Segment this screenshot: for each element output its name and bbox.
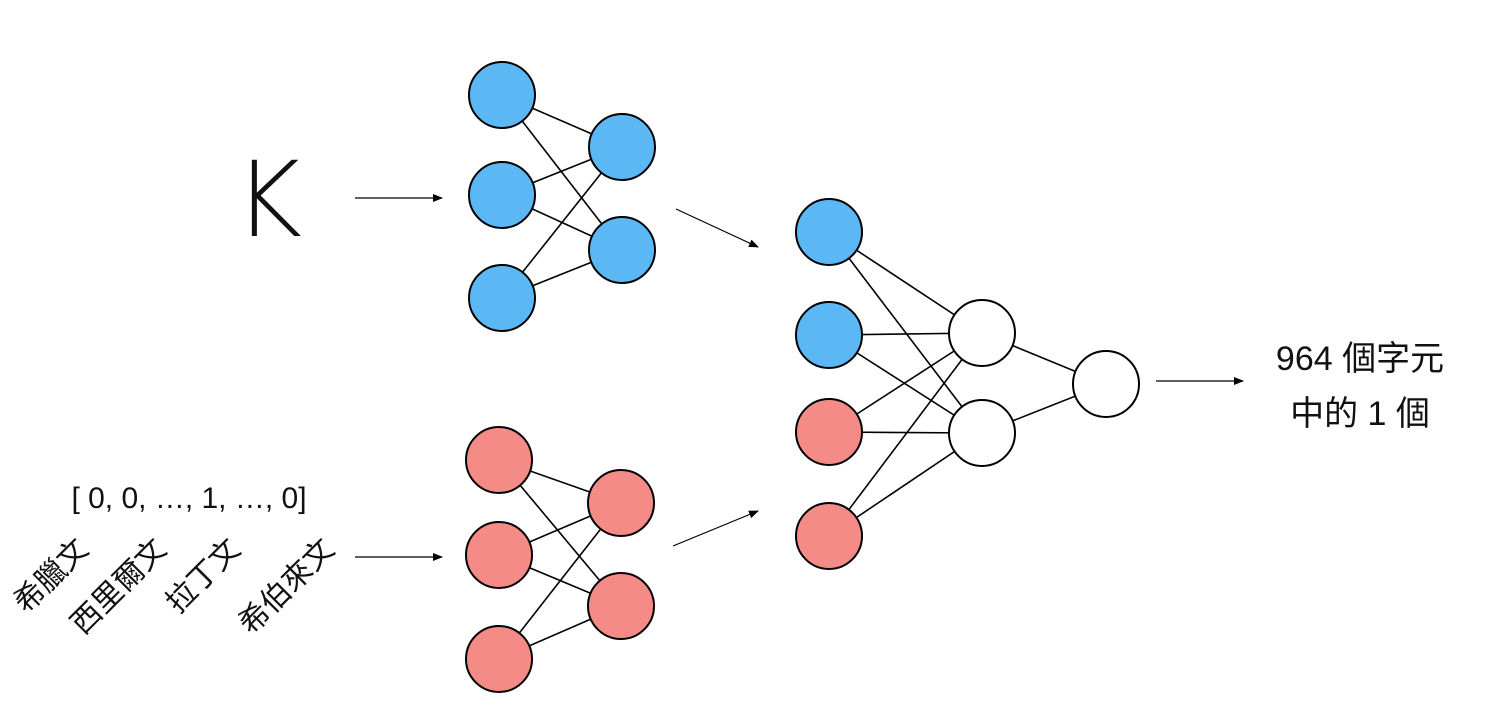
- merge-blue-node: [795, 198, 863, 266]
- red-hidden-node: [587, 469, 655, 537]
- language-label-hebrew: 希伯來文: [233, 533, 341, 641]
- red-input-node: [465, 625, 533, 693]
- output-node: [1072, 350, 1140, 418]
- blue-input-node: [468, 61, 536, 129]
- arrow-red-to-merge: [672, 510, 759, 547]
- arrows: [355, 194, 1244, 561]
- output-label-line1: 964 個字元: [1276, 340, 1444, 378]
- input-character-k: K: [234, 139, 302, 261]
- red-input-node: [465, 426, 533, 494]
- red-input-node: [465, 521, 533, 589]
- edge-merge-to-hidden: [828, 332, 983, 537]
- merge-blue-node: [795, 301, 863, 369]
- language-labels: 希臘文 西里爾文 拉丁文 希伯來文: [8, 533, 341, 641]
- connections: [498, 94, 1107, 660]
- blue-input-node: [468, 264, 536, 332]
- blue-input-node: [468, 161, 536, 229]
- red-hidden-node: [587, 572, 655, 640]
- output-label: 964 個字元 中的 1 個: [1276, 340, 1444, 433]
- merge-red-node: [795, 398, 863, 466]
- hidden-node: [948, 399, 1016, 467]
- blue-hidden-node: [588, 113, 656, 181]
- arrow-blue-to-merge: [675, 208, 759, 248]
- output-label-line2: 中的 1 個: [1290, 395, 1430, 433]
- hidden-node: [948, 299, 1016, 367]
- one-hot-vector: [ 0, 0, …, 1, …, 0]: [71, 482, 306, 515]
- language-label-latin: 拉丁文: [160, 533, 247, 620]
- edge-merge-to-hidden: [828, 231, 983, 434]
- merge-red-node: [795, 502, 863, 570]
- nodes: [465, 61, 1140, 693]
- blue-hidden-node: [588, 216, 656, 284]
